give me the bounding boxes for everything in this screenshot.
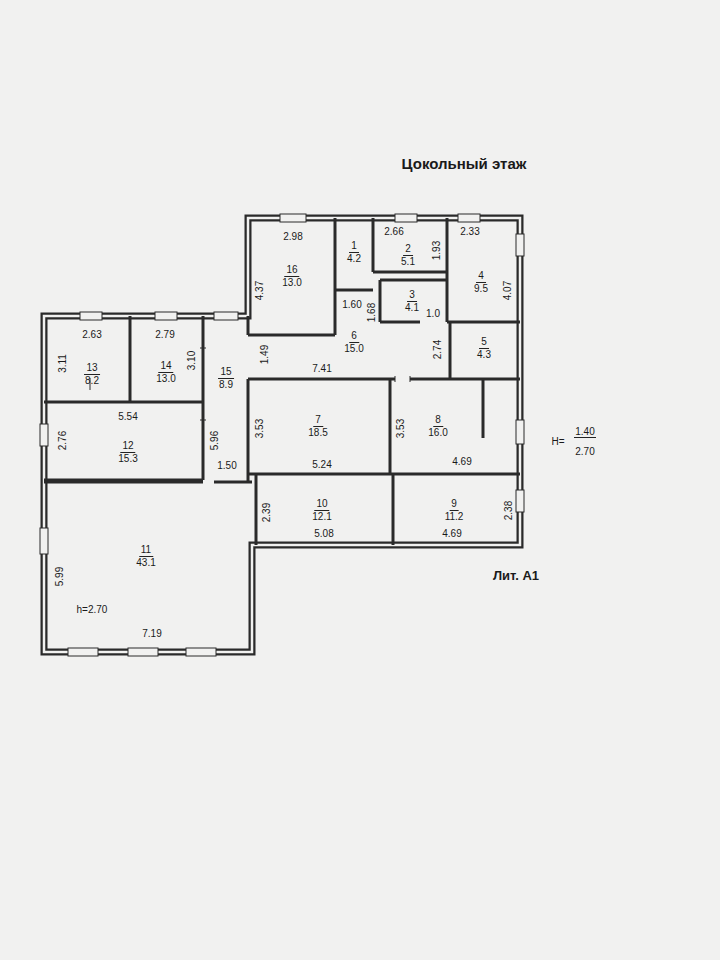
dimension-label: 4.37 — [255, 280, 266, 299]
room: 25.1 — [399, 243, 417, 267]
room-number: 5 — [479, 336, 489, 349]
dimension-label: 1.50 — [217, 460, 236, 471]
room-area: 11.2 — [443, 511, 466, 523]
room-area: 15.0 — [342, 343, 365, 355]
dimension-label: 3.10 — [187, 350, 198, 369]
room-area: 4.1 — [403, 302, 421, 314]
room-area: 15.3 — [116, 453, 139, 465]
room: 1613.0 — [280, 264, 303, 288]
room-area: 16.0 — [426, 427, 449, 439]
dimension-label: H= — [551, 436, 564, 447]
room: 1012.1 — [310, 498, 333, 522]
room-area: 4.2 — [345, 253, 363, 265]
room: 615.0 — [342, 330, 365, 354]
room-number: 9 — [449, 498, 459, 511]
room: 138.2 — [83, 362, 101, 386]
room-number: 2 — [403, 243, 413, 256]
room-area: 9.5 — [472, 283, 490, 295]
door-ticks — [90, 348, 410, 420]
room-area: 43.1 — [134, 557, 157, 569]
dimension-label: 2.33 — [460, 226, 479, 237]
dimension-label: 2.63 — [82, 329, 101, 340]
dimension-label: 3.53 — [396, 418, 407, 437]
dimension-label: 5.99 — [55, 566, 66, 585]
room-number: 10 — [314, 498, 329, 511]
dimension-label: 2.70 — [575, 446, 594, 457]
dimension-label: 5.24 — [312, 459, 331, 470]
room: 1215.3 — [116, 440, 139, 464]
room-number: 6 — [349, 330, 359, 343]
room-number: 12 — [120, 440, 135, 453]
room-number: 11 — [139, 544, 153, 557]
room-number: 13 — [84, 362, 99, 375]
dimension-label: 1.40 — [574, 426, 595, 438]
dimension-label: 1.49 — [260, 344, 271, 363]
room: 158.9 — [217, 366, 235, 390]
dimension-label: 1.68 — [367, 302, 378, 321]
inner-walls — [44, 218, 520, 545]
dimension-label: 2.74 — [433, 339, 444, 358]
room: 1413.0 — [154, 360, 177, 384]
dimension-label: 7.41 — [312, 363, 331, 374]
room-number: 7 — [313, 414, 323, 427]
dimension-label: 5.54 — [118, 411, 137, 422]
windows — [40, 214, 524, 656]
room-number: 15 — [218, 366, 233, 379]
room-number: 1 — [349, 240, 359, 253]
dimension-label: 1.60 — [342, 299, 361, 310]
room: 911.2 — [443, 498, 466, 522]
room-area: 8.9 — [217, 379, 235, 391]
room: 34.1 — [403, 289, 421, 313]
dimension-label: 2.66 — [384, 226, 403, 237]
dimension-label: 2.39 — [262, 502, 273, 521]
room-area: 13.0 — [154, 373, 177, 385]
dimension-label: 2.76 — [58, 430, 69, 449]
dimension-label: 4.07 — [503, 280, 514, 299]
dimension-label: 1.0 — [426, 308, 440, 319]
room-area: 8.2 — [83, 375, 101, 387]
dimension-label: 4.69 — [452, 456, 471, 467]
building-letter: Лит. А1 — [493, 569, 539, 583]
room-area: 18.5 — [306, 427, 329, 439]
room: 718.5 — [306, 414, 329, 438]
room-number: 8 — [433, 414, 443, 427]
room-number: 3 — [407, 289, 417, 302]
room-number: 4 — [476, 270, 486, 283]
room-area: 12.1 — [310, 511, 333, 523]
dimension-label: 7.19 — [142, 628, 161, 639]
room-area: 5.1 — [399, 256, 417, 268]
room: 54.3 — [475, 336, 493, 360]
dimension-label: 3.11 — [56, 354, 67, 373]
dimension-label: 2.38 — [504, 500, 515, 519]
room-number: 14 — [158, 360, 173, 373]
room-area: 13.0 — [280, 277, 303, 289]
plan-title: Цокольный этаж — [402, 155, 527, 172]
dimension-label: 4.69 — [442, 528, 461, 539]
dimension-label: 5.08 — [314, 528, 333, 539]
dimension-label: 2.79 — [155, 329, 174, 340]
dimension-label: 1.93 — [432, 240, 443, 259]
dimension-label: h=2.70 — [77, 604, 108, 615]
room: 816.0 — [426, 414, 449, 438]
room: 49.5 — [472, 270, 490, 294]
dimension-label: 3.53 — [255, 418, 266, 437]
outer-wall-gap — [44, 218, 520, 652]
room-area: 4.3 — [475, 349, 493, 361]
room: 14.2 — [345, 240, 363, 264]
dimension-label: 2.98 — [283, 231, 302, 242]
room: 1143.1 — [134, 544, 157, 568]
room-number: 16 — [284, 264, 299, 277]
outer-wall — [44, 218, 520, 652]
dimension-label: 5.96 — [210, 430, 221, 449]
